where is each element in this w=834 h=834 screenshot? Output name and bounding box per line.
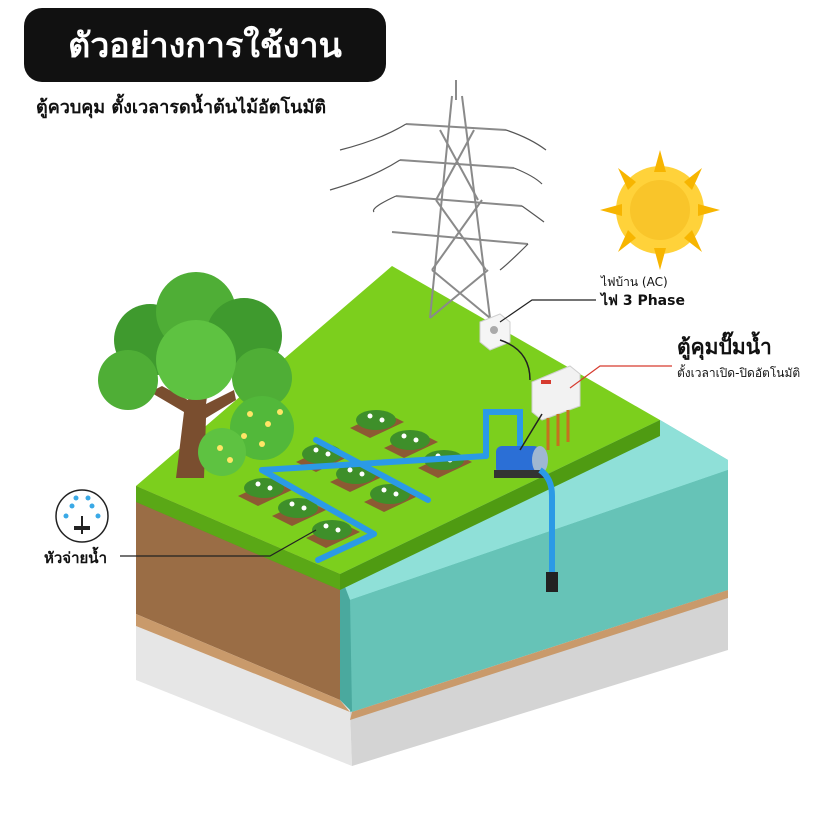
label-control-box-desc: ตั้งเวลาเปิด-ปิดอัตโนมัติ xyxy=(677,366,801,380)
irrigation-pipes xyxy=(259,409,523,563)
label-power-ac: ไฟบ้าน (AC) xyxy=(601,275,668,289)
water-reservoir xyxy=(340,420,728,720)
label-power-3phase: ไฟ 3 Phase xyxy=(601,293,685,309)
power-tower-icon xyxy=(391,80,529,319)
page-title: ตัวอย่างการใช้งาน xyxy=(68,26,342,66)
sun-icon xyxy=(600,150,720,270)
soil-layer xyxy=(136,486,340,700)
callout-lines xyxy=(120,299,672,557)
foot-valve xyxy=(546,572,558,592)
water-pump-icon xyxy=(494,446,548,478)
tree-icon xyxy=(98,272,292,478)
label-control-box: ตู้คุมปั๊มน้ำ xyxy=(677,335,772,359)
flower-bush xyxy=(198,396,294,476)
control-box-icon xyxy=(519,365,581,451)
label-sprinkler: หัวจ่ายน้ำ xyxy=(44,549,107,567)
page-subtitle: ตู้ควบคุม ตั้งเวลารดน้ำต้นไม้อัตโนมัติ xyxy=(36,97,327,118)
power-lines xyxy=(329,123,547,271)
sprinkler-icon xyxy=(55,489,109,543)
intake-pipe xyxy=(538,467,555,586)
power-outlet-icon xyxy=(479,313,531,381)
title-badge: ตัวอย่างการใช้งาน xyxy=(24,8,386,82)
